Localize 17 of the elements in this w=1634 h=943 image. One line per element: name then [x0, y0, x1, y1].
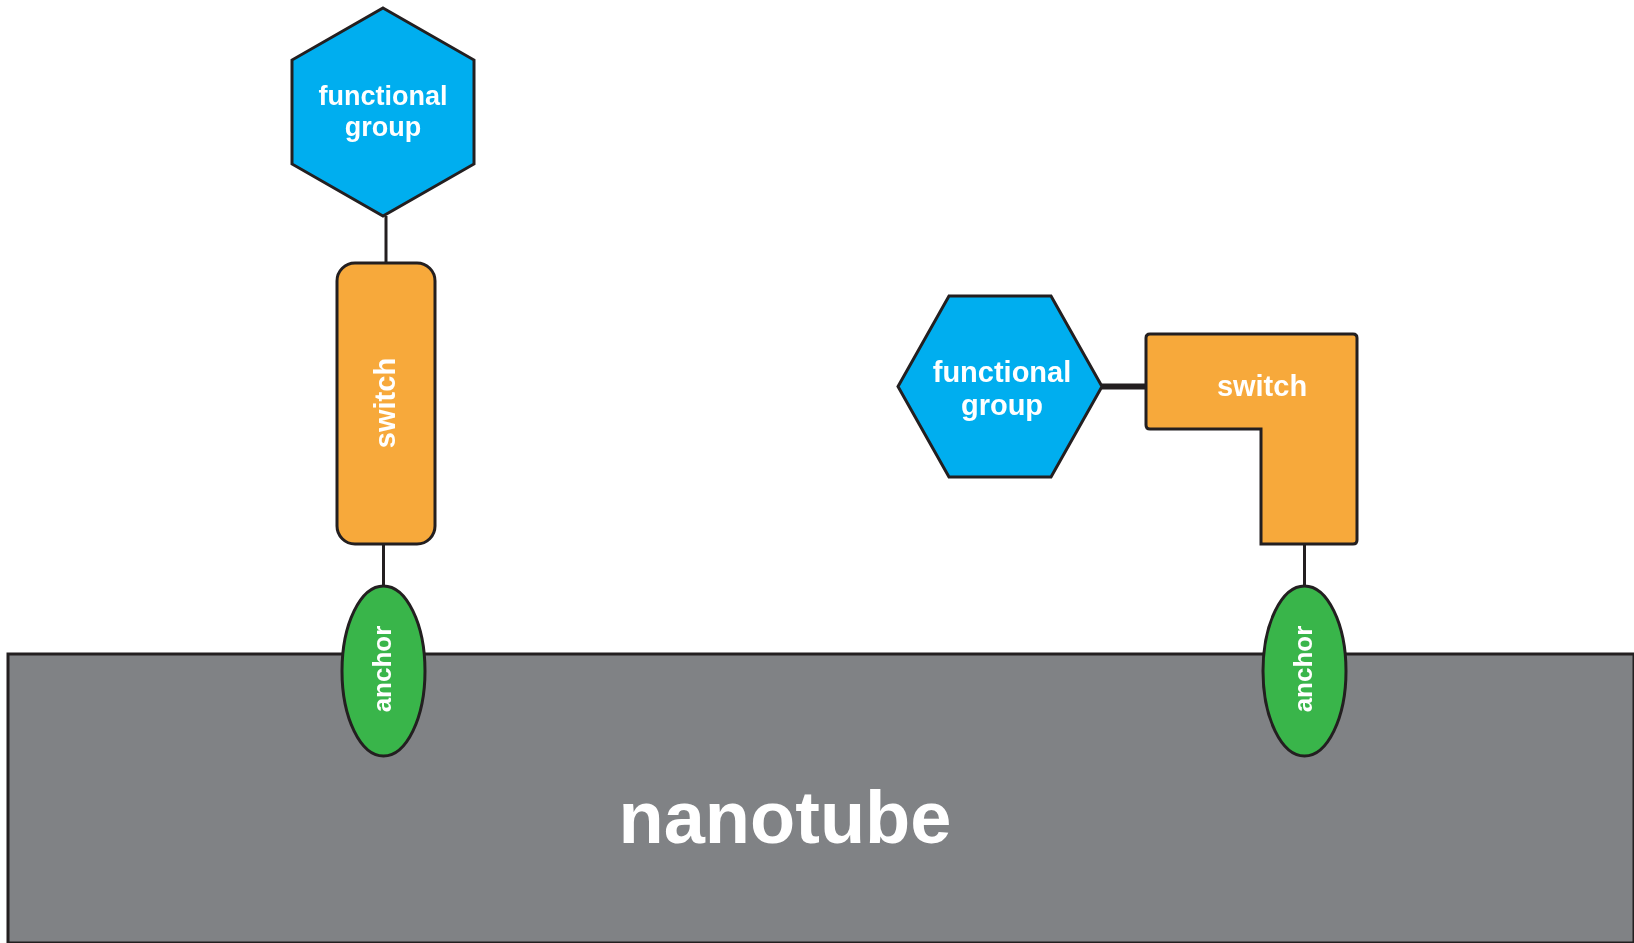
nanotube-label: nanotube: [617, 775, 953, 861]
connector-line: [1102, 383, 1146, 390]
anchor-ellipse: [342, 586, 425, 756]
connector-line: [384, 216, 388, 263]
node-label: functional group: [317, 80, 449, 144]
switch-l-shape: [1146, 334, 1357, 544]
functional-group-hexagon: [292, 8, 474, 216]
switch-box: [337, 263, 435, 544]
anchor-ellipse: [1263, 586, 1346, 756]
node-label: anchor: [1289, 624, 1319, 715]
node-label: functional group: [931, 355, 1073, 423]
node-label: switch: [369, 356, 403, 451]
node-label: anchor: [368, 624, 398, 715]
node-label: switch: [1215, 370, 1309, 404]
functional-group-hexagon: [898, 296, 1102, 477]
connector-line: [382, 544, 385, 586]
connector-line: [1303, 544, 1306, 586]
